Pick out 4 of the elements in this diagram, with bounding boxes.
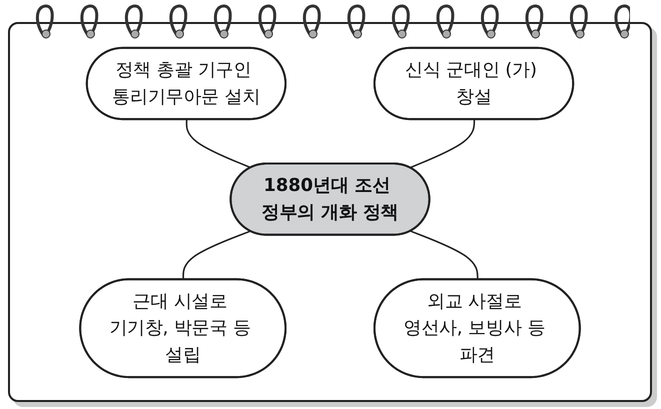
connector [182, 230, 251, 280]
connector [186, 120, 252, 168]
connector [410, 230, 478, 280]
connector [410, 120, 476, 168]
